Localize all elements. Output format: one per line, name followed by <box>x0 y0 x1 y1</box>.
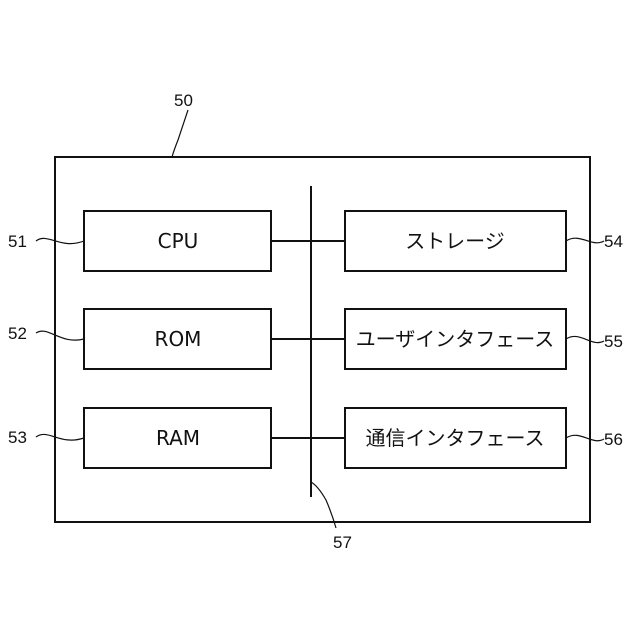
bus-ref: 57 <box>333 533 352 552</box>
cpu-block: CPU 51 <box>8 211 311 271</box>
comm-interface-ref: 56 <box>604 430 623 449</box>
cpu-ref: 51 <box>8 232 27 251</box>
rom-block: ROM 52 <box>8 309 311 369</box>
user-interface-label: ユーザインタフェース <box>356 327 555 351</box>
ram-block: RAM 53 <box>8 408 311 468</box>
comm-interface-label: 通信インタフェース <box>366 426 545 450</box>
ram-ref: 53 <box>8 428 27 447</box>
rom-ref: 52 <box>8 324 27 343</box>
outer-frame-ref: 50 <box>174 91 193 110</box>
rom-label: ROM <box>155 327 202 351</box>
storage-label: ストレージ <box>405 229 505 253</box>
user-interface-ref: 55 <box>604 332 623 351</box>
outer-frame-leader <box>172 110 188 157</box>
storage-ref: 54 <box>604 232 623 251</box>
cpu-label: CPU <box>158 229 199 253</box>
ram-label: RAM <box>156 426 200 450</box>
